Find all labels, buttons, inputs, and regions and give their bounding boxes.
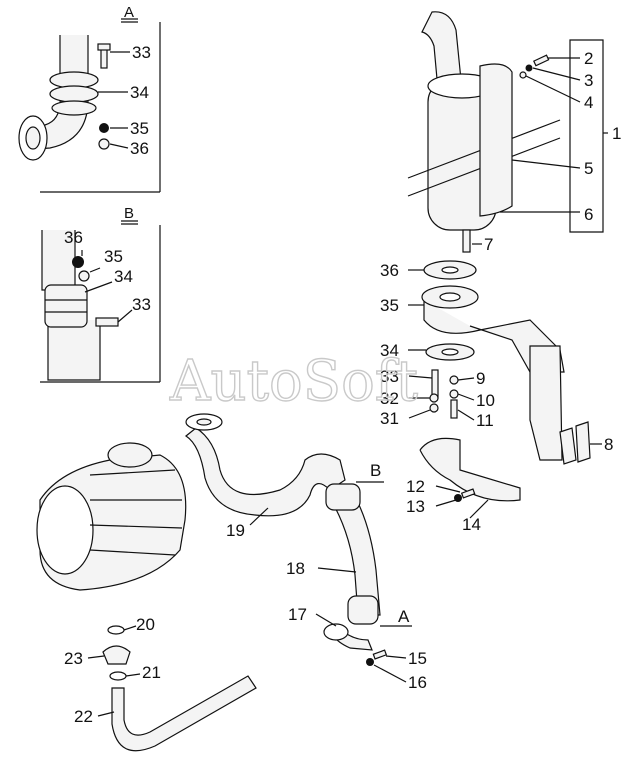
plate-right [575, 421, 591, 463]
callout-22: 22 [74, 707, 93, 726]
callout-14: 14 [462, 515, 481, 534]
exhaust-pipe-19 [184, 413, 346, 526]
watermark: AutoSoft [169, 349, 419, 414]
pipe-shield [419, 437, 521, 502]
callout-a-33: 33 [132, 43, 151, 62]
callout-a-36: 36 [130, 139, 149, 158]
muffler-assembly [407, 11, 608, 233]
callout-8: 8 [604, 435, 613, 454]
view-marker-a: A [398, 607, 410, 626]
clamp-b [325, 483, 361, 511]
callout-17: 17 [288, 605, 307, 624]
callout-11: 11 [476, 411, 494, 430]
detail-b-title: B [124, 205, 134, 222]
callout-32: 36 [380, 261, 399, 280]
clamp-a [347, 595, 379, 625]
callout-5: 5 [584, 159, 593, 178]
callout-10: 10 [476, 391, 495, 410]
detail-b-clamp [44, 284, 88, 328]
callout-15: 15 [408, 649, 427, 668]
callout-a-34: 34 [130, 83, 149, 102]
callout-31: 35 [380, 296, 399, 315]
pipe-outlet [323, 623, 349, 641]
callout-1: 1 [612, 124, 621, 143]
view-marker-b: B [370, 461, 381, 480]
callout-b-34: 34 [114, 267, 133, 286]
callout-a-35: 35 [130, 119, 149, 138]
hose [111, 675, 257, 752]
callout-29: 33 [380, 367, 399, 386]
detail-a-title: A [124, 4, 134, 21]
callout-b-36: 36 [64, 228, 83, 247]
callout-19: 19 [226, 521, 245, 540]
stud [462, 229, 471, 253]
callout-12: 12 [406, 477, 425, 496]
mounting-bracket-assembly [408, 229, 602, 519]
bracket-plate [529, 345, 563, 461]
detail-b-lower-pipe [47, 320, 101, 381]
callout-4: 4 [584, 93, 593, 112]
air-cleaner [36, 442, 187, 591]
callout-18: 18 [286, 559, 305, 578]
heat-shield [479, 63, 513, 217]
detail-a-view: A 33 34 35 36 [18, 4, 161, 193]
callout-bracket [569, 39, 604, 233]
exhaust-pipe-18 [315, 483, 407, 683]
plate-left [559, 427, 577, 465]
fitting [102, 645, 131, 665]
callout-16: 16 [408, 673, 427, 692]
callout-9: 9 [476, 369, 485, 388]
o-ring-upper [107, 625, 125, 635]
callout-b-33: 33 [132, 295, 151, 314]
hose-assembly [87, 625, 257, 752]
callout-6: 6 [584, 205, 593, 224]
callout-21: 21 [142, 663, 161, 682]
callout-23: 23 [64, 649, 83, 668]
callout-2: 2 [584, 49, 593, 68]
callout-20: 20 [136, 615, 155, 634]
o-ring-lower [109, 671, 127, 681]
callout-28: 32 [380, 389, 399, 408]
callout-b-35: 35 [104, 247, 123, 266]
callout-13: 13 [406, 497, 425, 516]
callout-30: 34 [380, 341, 399, 360]
callout-3: 3 [584, 71, 593, 90]
callout-27: 31 [380, 409, 399, 428]
callout-7: 7 [484, 235, 493, 254]
detail-b-view: B 36 35 34 33 [40, 205, 161, 383]
